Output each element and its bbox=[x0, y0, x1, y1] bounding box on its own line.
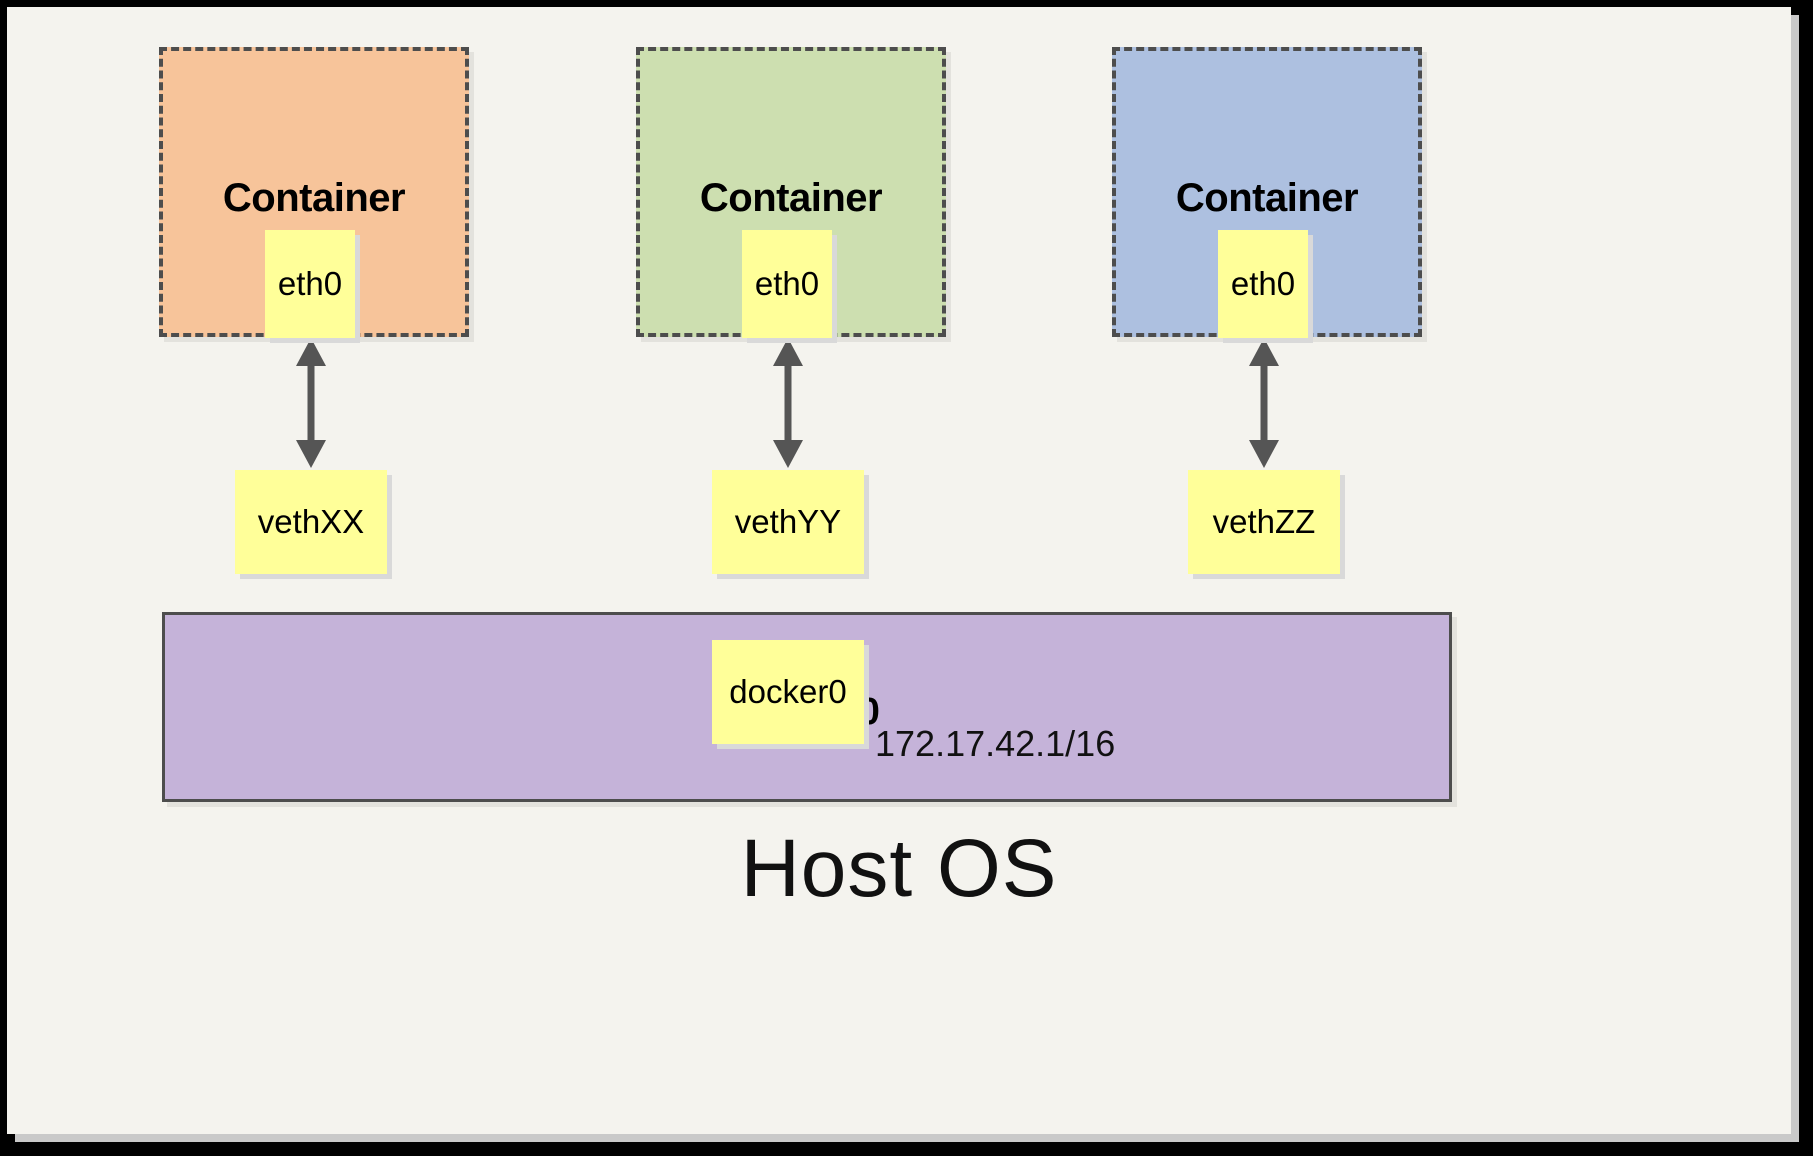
veth-label-3: vethZZ bbox=[1212, 503, 1316, 540]
eth0-label-1: eth0 bbox=[277, 265, 343, 302]
eth0-box-2: eth0 bbox=[742, 230, 832, 338]
veth-link-arrow-2 bbox=[773, 338, 803, 468]
veth-box-1: vethXX bbox=[235, 470, 387, 574]
container-title-2: Container bbox=[699, 176, 883, 220]
container-title-1: Container bbox=[222, 176, 406, 220]
eth0-label-3: eth0 bbox=[1230, 265, 1296, 302]
veth-box-2: vethYY bbox=[712, 470, 864, 574]
diagram-page: Container eth0 Container eth0 Container … bbox=[7, 7, 1791, 1134]
eth0-box-1: eth0 bbox=[265, 230, 355, 338]
eth0-box-3: eth0 bbox=[1218, 230, 1308, 338]
veth-label-1: vethXX bbox=[257, 503, 365, 540]
docker0-port-label: docker0 bbox=[729, 673, 847, 710]
veth-link-arrow-1 bbox=[296, 338, 326, 468]
container-title-3: Container bbox=[1175, 176, 1359, 220]
veth-label-2: vethYY bbox=[734, 503, 842, 540]
eth0-label-2: eth0 bbox=[754, 265, 820, 302]
host-os-label: Host OS bbox=[740, 823, 1058, 914]
veth-box-3: vethZZ bbox=[1188, 470, 1340, 574]
docker0-ip-label: 172.17.42.1/16 bbox=[875, 723, 1116, 764]
docker0-port-box: docker0 bbox=[712, 640, 864, 744]
veth-link-arrow-3 bbox=[1249, 338, 1279, 468]
